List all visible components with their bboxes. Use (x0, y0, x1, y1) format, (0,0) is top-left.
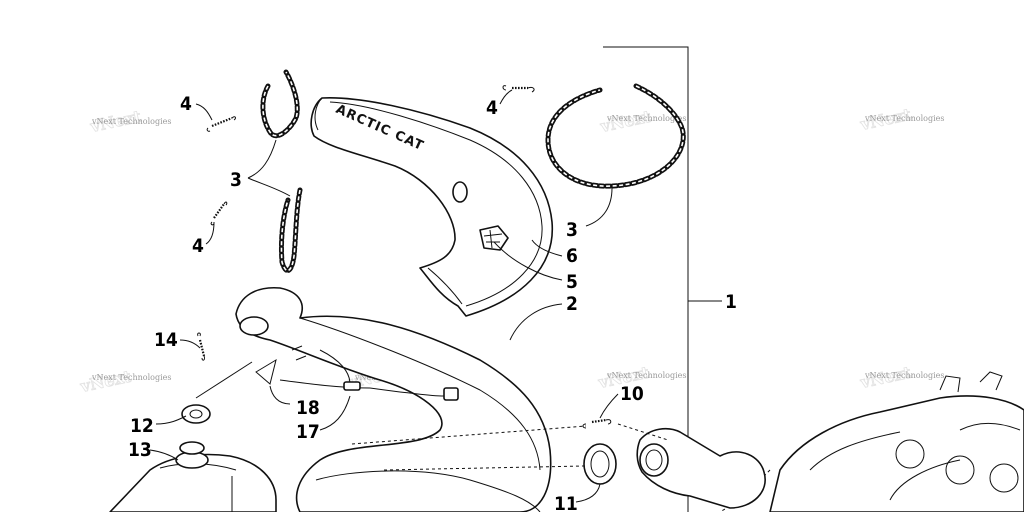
callout-3: 3 (230, 169, 242, 191)
watermark-text: vNext Technologies (606, 371, 686, 380)
chain-strap-part (260, 69, 686, 273)
watermark-text: vNext Technologies (91, 117, 171, 126)
callout-11: 11 (554, 493, 578, 512)
callout-3: 3 (566, 219, 578, 241)
callout-4: 4 (180, 93, 192, 115)
callout-4: 4 (192, 235, 204, 257)
dashed-leaders (351, 423, 669, 471)
watermark-text: vNext Technologies (606, 114, 686, 123)
callout-labels: 4 3 4 4 3 6 5 2 1 14 10 18 12 17 13 11 (128, 93, 737, 512)
watermark-text: vNext Technologies (864, 114, 944, 123)
expansion-chamber-part (235, 287, 552, 512)
callout-5: 5 (566, 271, 578, 293)
resonator-can-part (109, 441, 277, 512)
muffler-cover-part: ARCTIC CAT (310, 97, 554, 317)
engine-block-part (719, 371, 1024, 512)
spring-part (197, 85, 612, 429)
manifold-part (636, 427, 766, 509)
callout-1: 1 (725, 291, 737, 313)
callout-18: 18 (296, 397, 320, 419)
watermark-text: vNext Technologies (91, 373, 171, 382)
callout-leaders (149, 89, 619, 503)
callout-13: 13 (128, 439, 152, 461)
assembly-bracket (603, 46, 722, 512)
gasket-ring-part (583, 443, 617, 485)
watermark-text: vNext Technologies (864, 371, 944, 380)
decal-part (479, 225, 509, 251)
callout-12: 12 (130, 415, 154, 437)
callout-4: 4 (486, 97, 498, 119)
callout-10: 10 (620, 383, 644, 405)
callout-17: 17 (296, 421, 320, 443)
sensor-wire-part (255, 345, 459, 401)
callout-14: 14 (154, 329, 178, 351)
grommet-part (181, 404, 211, 424)
callout-2: 2 (566, 293, 578, 315)
callout-6: 6 (566, 245, 578, 267)
